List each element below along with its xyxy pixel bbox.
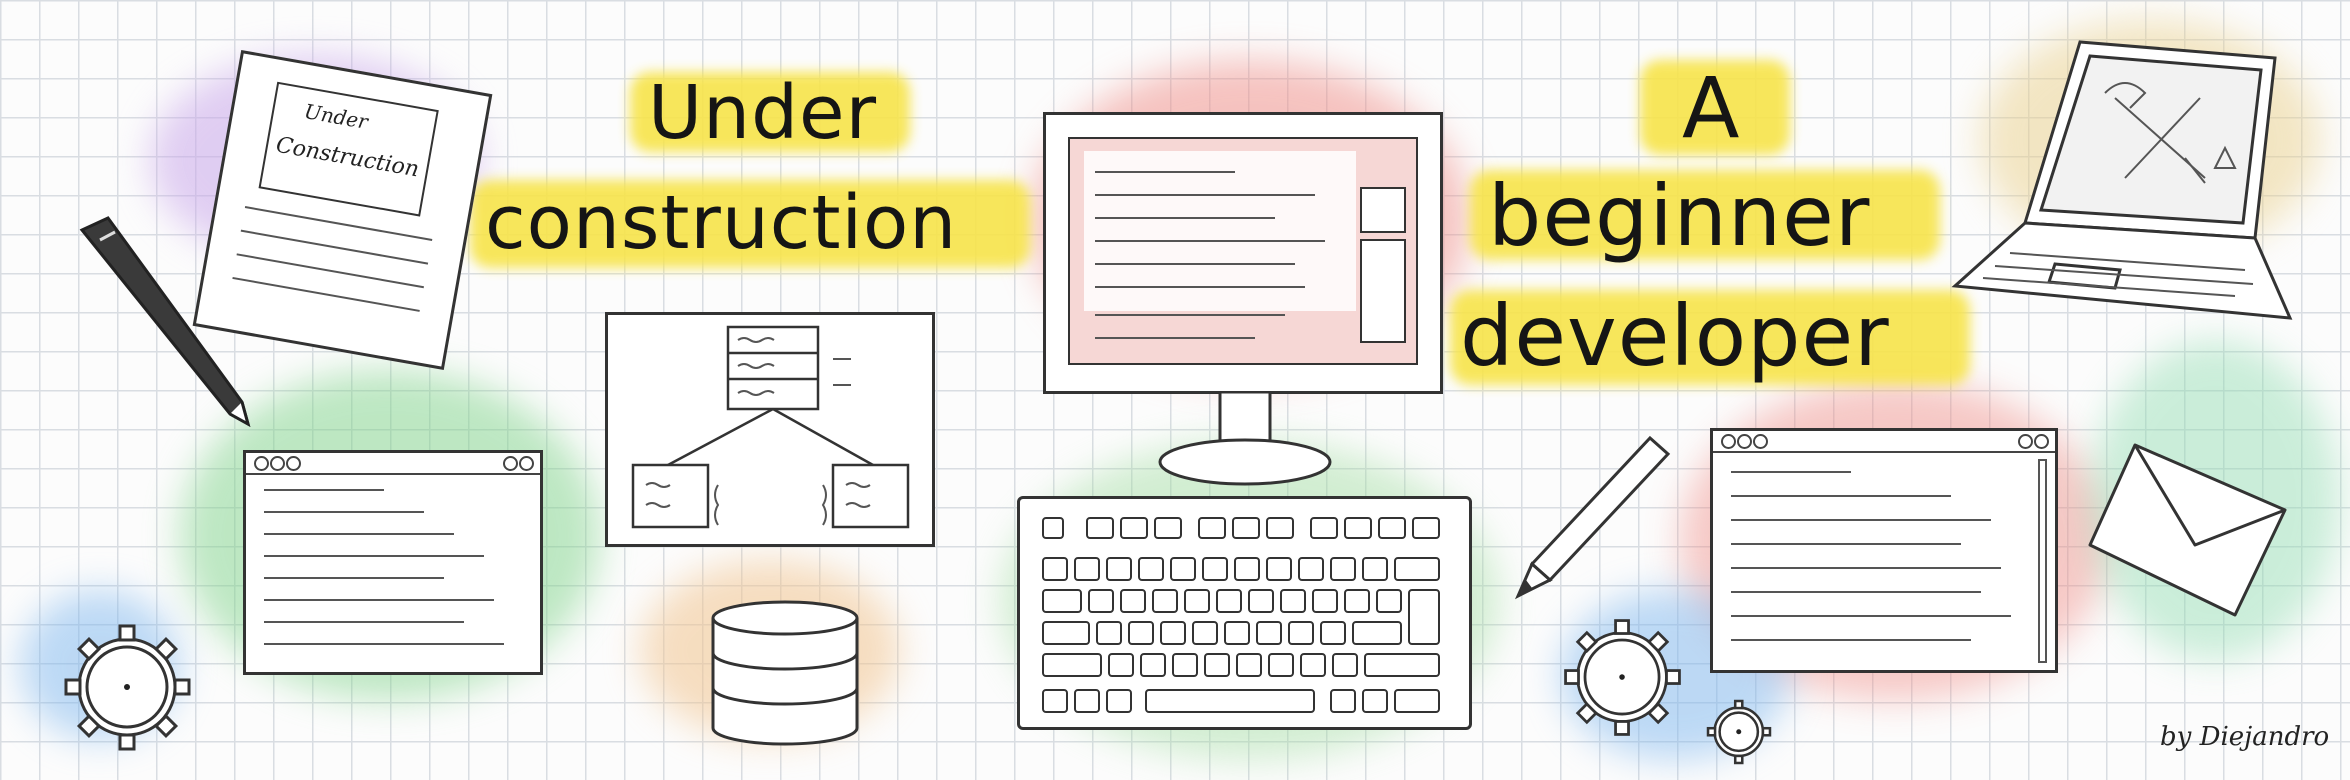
- title-a: A: [1682, 59, 1741, 157]
- pencil-icon: [1514, 435, 1671, 600]
- signature: by Diejandro: [2160, 722, 2330, 752]
- monitor-screen: [1068, 137, 1418, 365]
- laptop-icon: [1951, 40, 2293, 320]
- database-icon: [711, 600, 859, 746]
- gear-icon-small-right: [1706, 699, 1772, 765]
- highlight-a: [1640, 60, 1790, 155]
- title-beginner: beginner: [1488, 167, 1871, 265]
- browser-window-icon-right: [1710, 428, 2058, 673]
- gear-icon-large-right: [1564, 619, 1681, 736]
- flowchart-icon: [605, 312, 935, 547]
- keyboard-icon: [1017, 496, 1472, 730]
- highlight-under: [630, 72, 910, 152]
- note-text-construction: Construction: [274, 132, 421, 183]
- highlight-construction: [470, 180, 1030, 268]
- title-under: Under: [648, 70, 877, 156]
- title-construction: construction: [485, 180, 958, 266]
- gear-icon: [64, 624, 191, 751]
- title-developer: developer: [1460, 287, 1890, 385]
- browser-window-icon: [243, 450, 543, 675]
- envelope-icon: [2088, 443, 2287, 617]
- pen-icon: [79, 216, 251, 428]
- highlight-beginner: [1470, 170, 1940, 260]
- highlight-developer: [1450, 290, 1970, 385]
- monitor-stand: [1158, 392, 1332, 486]
- monitor-icon: [1043, 112, 1443, 394]
- note-label-box: Under Construction: [258, 81, 439, 217]
- note-text-under: Under: [302, 99, 370, 134]
